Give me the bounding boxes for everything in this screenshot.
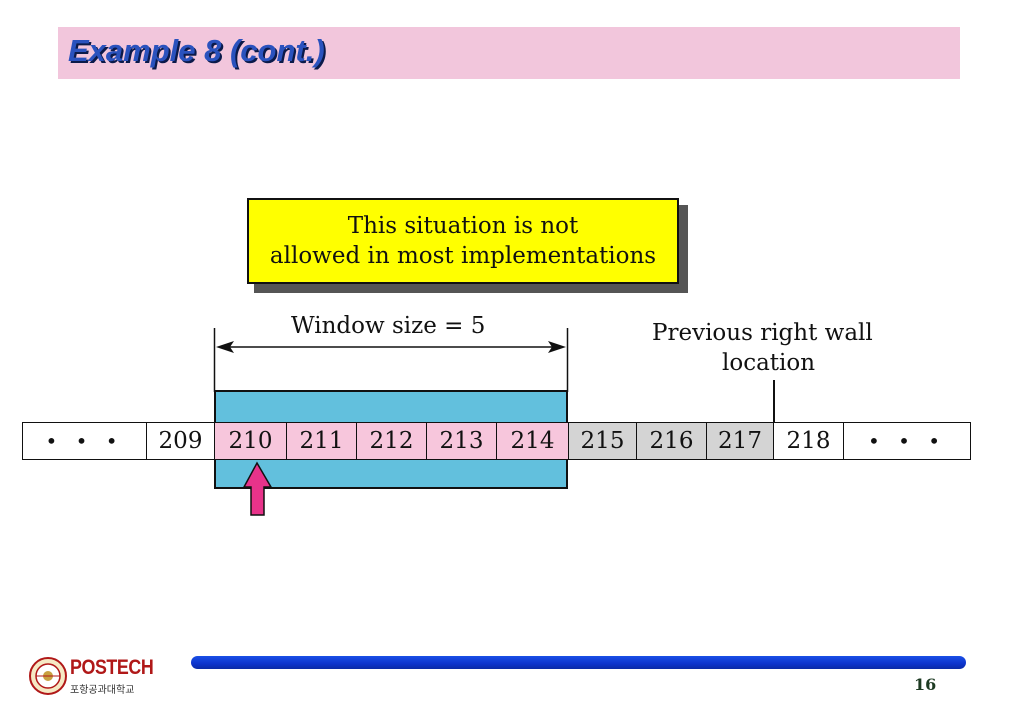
window-arrow-right	[548, 341, 566, 353]
sequence-cell: 217	[706, 422, 773, 460]
sequence-cell: 210	[214, 422, 286, 460]
previous-right-wall-marker	[773, 380, 775, 422]
logo-subtext: 포항공과대학교	[70, 685, 135, 696]
wall-label-line-1: Previous right wall	[652, 320, 873, 346]
title-bar: Example 8 (cont.)	[58, 27, 960, 79]
wall-label-line-2: location	[722, 350, 816, 376]
logo-text: POSTECH	[70, 656, 154, 679]
logo: POSTECH 포항공과대학교	[28, 656, 168, 698]
sequence-cell: 218	[773, 422, 843, 460]
footer-bar	[191, 656, 966, 669]
sequence-cell: 215	[568, 422, 636, 460]
sequence-cell: 212	[356, 422, 426, 460]
sequence-cell: 211	[286, 422, 356, 460]
note-line-2: allowed in most implementations	[269, 243, 657, 269]
page-number: 16	[914, 675, 937, 694]
sequence-cell: • • •	[843, 422, 971, 460]
sequence-cell: 213	[426, 422, 496, 460]
sequence-cell: • • •	[22, 422, 146, 460]
sequence-cell: 216	[636, 422, 706, 460]
sequence-cell: 209	[146, 422, 214, 460]
note-box: This situation is not allowed in most im…	[247, 198, 679, 284]
sequence-cell: 214	[496, 422, 568, 460]
pointer-arrow	[242, 461, 273, 516]
pointer-arrow-shape	[242, 461, 273, 516]
slide-title: Example 8 (cont.)	[68, 33, 325, 68]
note-line-1: This situation is not	[347, 213, 579, 239]
window-size-label: Window size = 5	[291, 313, 486, 339]
university-seal-icon	[29, 657, 67, 695]
window-arrow-left	[216, 341, 234, 353]
